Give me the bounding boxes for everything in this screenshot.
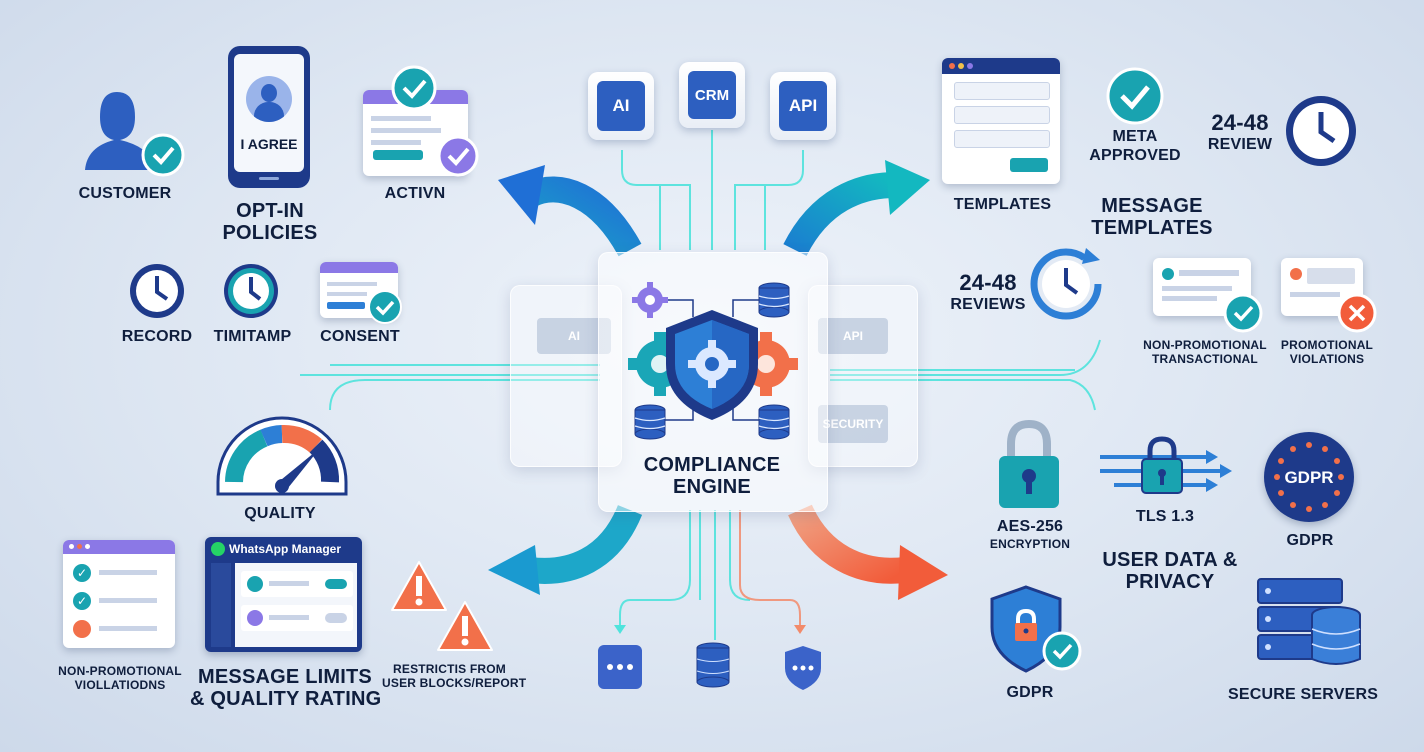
bottom-icons xyxy=(598,642,821,690)
reviews-number: 24-48 xyxy=(959,270,1017,295)
close-icon xyxy=(1337,293,1377,333)
toggle xyxy=(325,579,347,589)
nonpromo-violations-line2: VIOLLATIODNS xyxy=(74,678,166,692)
meta-label-line1: META xyxy=(1112,128,1158,145)
check-icon xyxy=(1223,293,1263,333)
tls-lock-icon xyxy=(1100,436,1232,494)
phone-agree-text: I AGREE xyxy=(240,136,298,152)
clock-icon xyxy=(1286,96,1356,166)
aes-label-line2: ENCRYPTION xyxy=(989,537,1071,551)
engine-title-line2: ENGINE xyxy=(673,476,751,498)
privacy-section-title-line1: USER DATA & xyxy=(1102,549,1238,571)
gdpr-badge: GDPR xyxy=(1264,432,1354,522)
lock-icon xyxy=(999,419,1059,508)
check-icon xyxy=(368,290,402,324)
templates-section-title-line2: TEMPLATES xyxy=(1091,217,1213,239)
promo-label-line2: VIOLATIONS xyxy=(1289,352,1365,366)
gear-icon xyxy=(632,282,668,318)
shield-lock-icon xyxy=(990,585,1082,673)
side-tag-api: API xyxy=(818,318,888,354)
templates-section-title-line1: MESSAGE xyxy=(1101,195,1203,217)
customer-label: CUSTOMER xyxy=(78,185,172,202)
check-icon xyxy=(1106,67,1164,125)
whatsapp-icon xyxy=(211,542,225,556)
whatsapp-manager-title: WhatsApp Manager xyxy=(229,542,342,556)
whatsapp-manager-window: WhatsApp Manager xyxy=(205,537,362,652)
privacy-section-title-line2: PRIVACY xyxy=(1125,571,1215,593)
timestamp-label: TIMITAMP xyxy=(213,328,292,345)
toggle xyxy=(325,613,347,623)
review-label: REVIEW xyxy=(1207,136,1273,153)
server-icon xyxy=(1257,578,1361,665)
consent-label: CONSENT xyxy=(320,328,400,345)
quality-section-title-line1: MESSAGE LIMITS xyxy=(198,666,372,688)
check-icon xyxy=(391,65,437,111)
record-label: RECORD xyxy=(121,328,193,345)
restrictions-label-line2: USER BLOCKS/REPORT xyxy=(382,676,527,690)
warning-icon xyxy=(437,601,493,651)
quality-section-title-line2: & QUALITY RATING xyxy=(190,688,382,710)
templates-label: TEMPLATES xyxy=(953,196,1052,213)
gauge-icon xyxy=(216,416,348,496)
gdpr-badge-text: GDPR xyxy=(1284,468,1334,487)
clock-icon xyxy=(130,264,184,318)
shield-icon xyxy=(785,646,821,690)
check-icon: ✓ xyxy=(73,564,91,582)
secure-servers-label: SECURE SERVERS xyxy=(1228,686,1379,703)
review-number: 24-48 xyxy=(1211,110,1269,135)
phone-frame: I AGREE xyxy=(228,46,310,188)
refresh-clock-icon xyxy=(1030,248,1102,320)
check-icon: ✓ xyxy=(73,592,91,610)
promo-label-line1: PROMOTIONAL xyxy=(1280,338,1374,352)
nonpromo-violations-line1: NON-PROMOTIONAL xyxy=(58,664,182,678)
chat-icon xyxy=(598,645,642,689)
violations-window: ✓ ✓ xyxy=(63,540,175,648)
optin-section-title-line1: OPT-IN xyxy=(236,200,304,222)
gdpr-shield-label: GDPR xyxy=(1006,684,1054,701)
templates-window xyxy=(942,58,1060,184)
top-chip-api: API xyxy=(770,72,836,140)
restrictions-label-line1: RESTRICTIS FROM xyxy=(393,662,506,676)
customer-icon xyxy=(85,92,185,177)
activn-label: ACTIVN xyxy=(384,185,446,202)
aes-label-line1: AES-256 xyxy=(996,518,1064,535)
tls-label: TLS 1.3 xyxy=(1135,508,1195,525)
side-tag-security: SECURITY xyxy=(818,405,888,443)
gdpr-label: GDPR xyxy=(1286,532,1334,549)
engine-title-line1: COMPLIANCE xyxy=(643,454,781,476)
top-chip-ai: AI xyxy=(588,72,654,140)
nonpromo-label-line2: TRANSACTIONAL xyxy=(1152,352,1258,366)
top-chip-crm: CRM xyxy=(679,62,745,128)
meta-label-line2: APPROVED xyxy=(1089,147,1181,164)
quality-label: QUALITY xyxy=(244,505,316,522)
nonpromo-label-line1: NON-PROMOTIONAL xyxy=(1143,338,1267,352)
database-icon xyxy=(696,642,730,688)
avatar xyxy=(246,76,292,122)
optin-section-title-line2: POLICIES xyxy=(222,222,318,244)
shield-icon xyxy=(666,310,758,420)
clock-icon xyxy=(224,264,278,318)
warning-icon xyxy=(391,561,447,611)
check-icon xyxy=(437,135,479,177)
engine-graphic xyxy=(628,282,798,440)
reviews-label: REVIEWS xyxy=(950,296,1026,313)
